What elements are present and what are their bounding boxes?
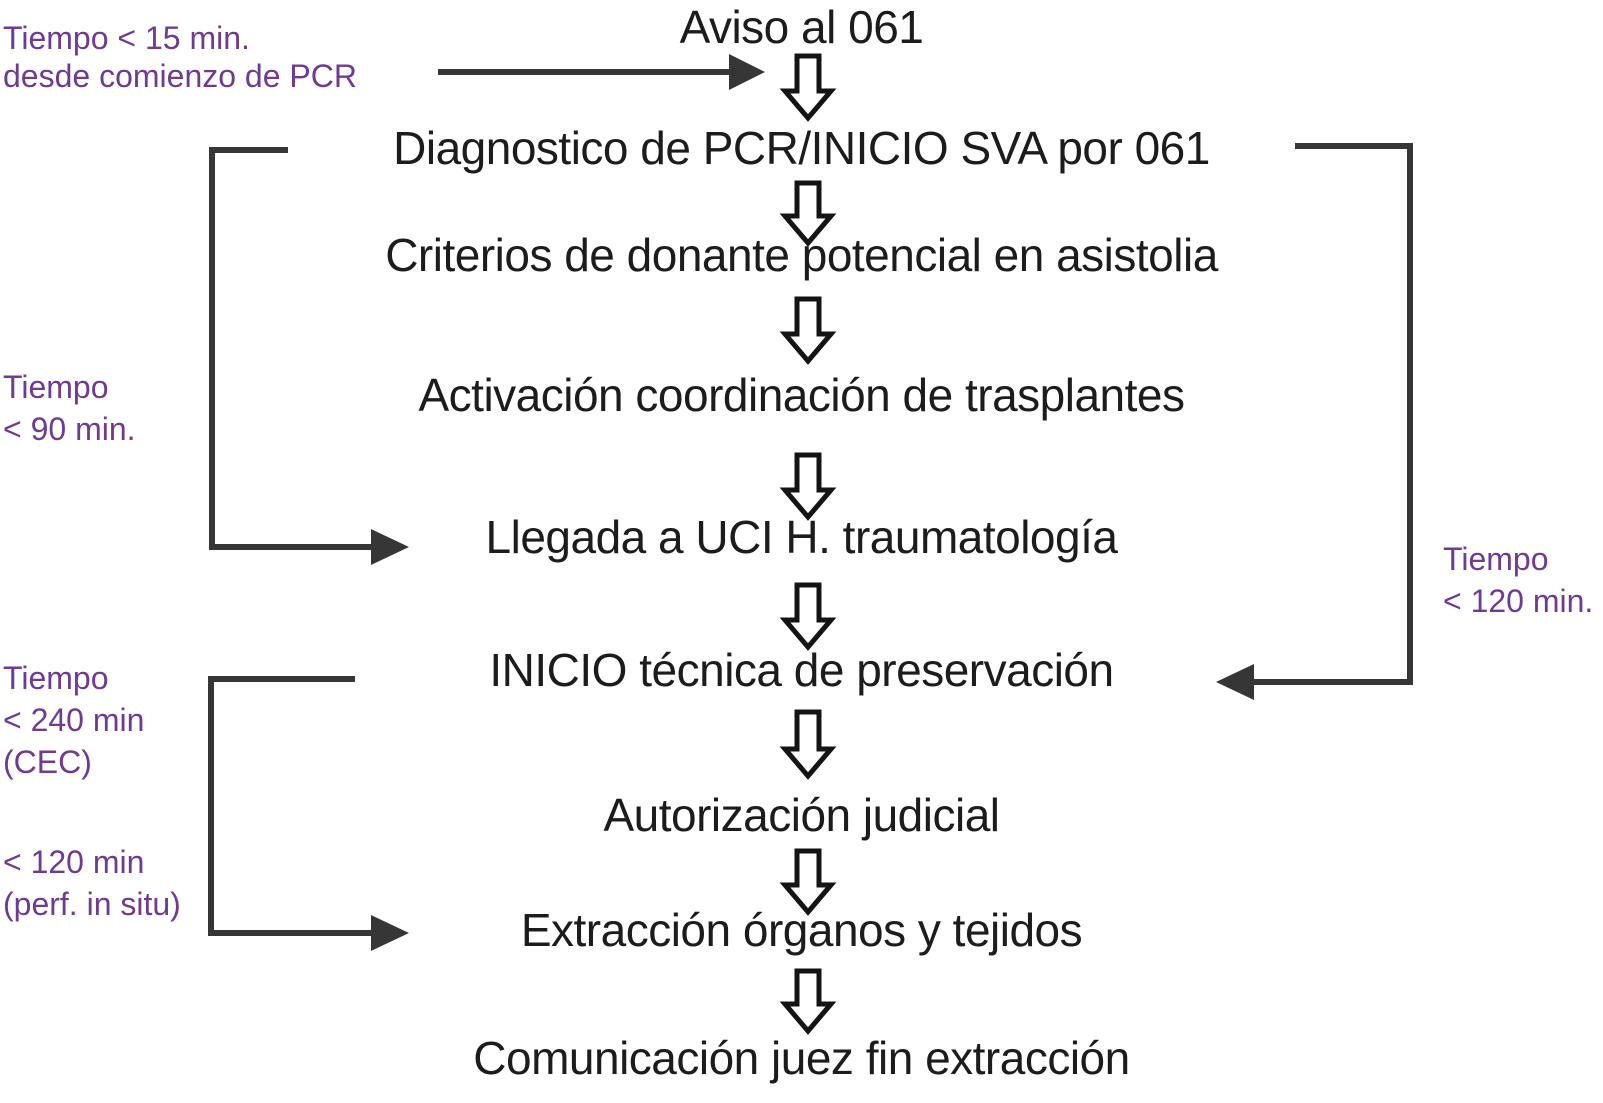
annotation-tiempo-120-min-perf-in-situ: < 120 min (perf. in situ) xyxy=(3,841,181,925)
annotation-tiempo-120-min-derecha: Tiempo < 120 min. xyxy=(1443,538,1593,622)
annotation-line: Tiempo xyxy=(3,660,109,696)
step-inicio-preservacion: INICIO técnica de preservación xyxy=(489,644,1114,696)
flow-down-arrow-icon xyxy=(779,452,837,521)
annotation-line: < 240 min xyxy=(3,702,145,738)
tiempo-240-bracket xyxy=(208,676,409,951)
annotation-line: Tiempo xyxy=(3,369,109,405)
flow-down-arrow-icon xyxy=(779,582,837,651)
annotation-line: (perf. in situ) xyxy=(3,886,181,922)
step-comunicacion-juez: Comunicación juez fin extracción xyxy=(473,1032,1130,1084)
tiempo-15-arrow xyxy=(438,54,765,90)
flow-down-arrow-icon xyxy=(779,296,837,365)
annotation-line: Tiempo xyxy=(1443,541,1549,577)
flow-down-arrow-icon xyxy=(779,968,837,1035)
step-llegada-uci: Llegada a UCI H. traumatología xyxy=(485,511,1118,563)
flow-down-arrow-icon xyxy=(779,53,837,122)
annotation-tiempo-15-min: Tiempo < 15 min. desde comienzo de PCR xyxy=(3,19,357,95)
annotation-line: (CEC) xyxy=(3,744,92,780)
annotation-line: Tiempo < 15 min. xyxy=(3,20,250,56)
step-criterios-donante: Criterios de donante potencial en asisto… xyxy=(385,229,1218,281)
tiempo-90-bracket xyxy=(209,147,409,565)
flow-down-arrow-icon xyxy=(779,848,837,916)
annotation-line: < 120 min xyxy=(3,844,145,880)
step-aviso-061: Aviso al 061 xyxy=(679,1,924,53)
annotation-tiempo-240-min-cec: Tiempo < 240 min (CEC) xyxy=(3,657,144,783)
step-autorizacion-judicial: Autorización judicial xyxy=(603,789,1000,841)
tiempo-120-right-bracket xyxy=(1216,143,1413,700)
annotation-tiempo-90-min: Tiempo < 90 min. xyxy=(3,366,136,450)
step-activacion-coordinacion: Activación coordinación de trasplantes xyxy=(418,369,1185,421)
step-extraccion-organos: Extracción órganos y tejidos xyxy=(520,904,1083,956)
flow-down-arrow-icon xyxy=(779,709,837,780)
annotation-line: < 120 min. xyxy=(1443,583,1594,619)
annotation-line: < 90 min. xyxy=(3,411,136,447)
flow-down-arrow-icon xyxy=(779,180,837,247)
step-diagnostico-pcr: Diagnostico de PCR/INICIO SVA por 061 xyxy=(393,122,1210,174)
annotation-line: desde comienzo de PCR xyxy=(3,58,357,94)
